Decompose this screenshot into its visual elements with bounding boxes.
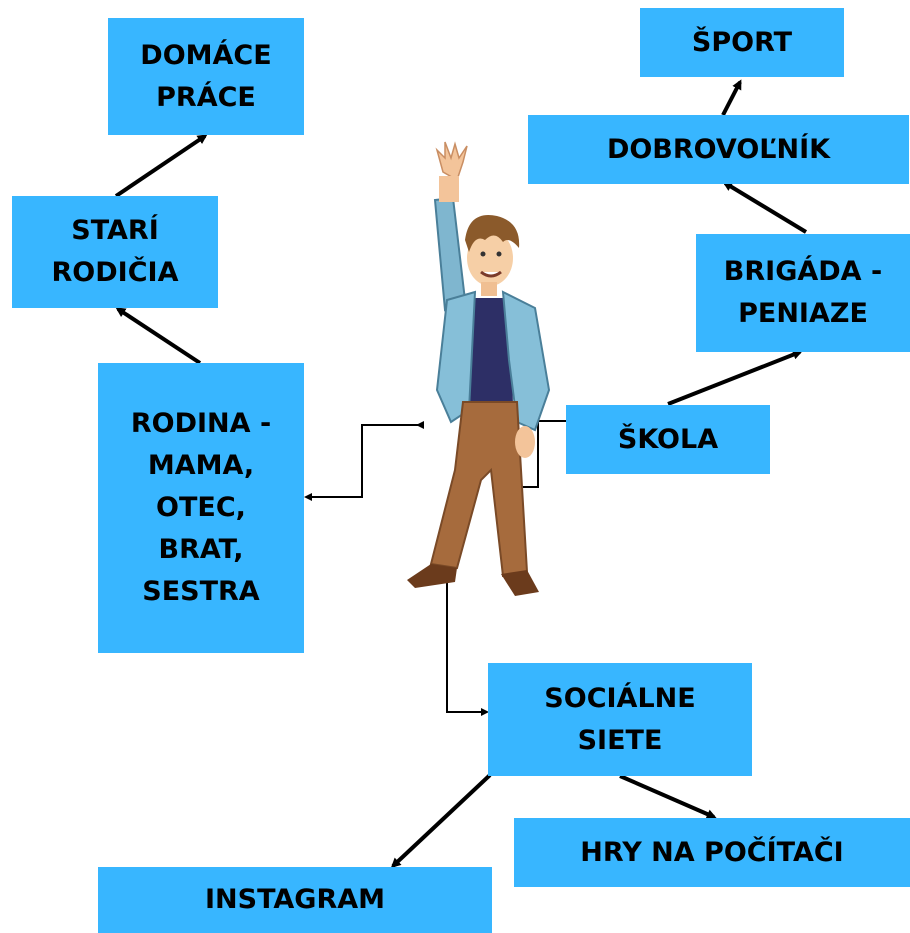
arrow-skola-to-brigada (667, 349, 803, 406)
node-rodina: RODINA - MAMA, OTEC, BRAT, SESTRA (98, 363, 304, 653)
arrow-stari-to-domace (114, 134, 208, 198)
node-skola: ŠKOLA (566, 405, 770, 474)
arrow-socialne-to-hry (619, 774, 717, 819)
arrow-brigada-to-dobrovolnik (722, 181, 808, 234)
arrow-skola-to-person (508, 420, 566, 491)
node-domace-prace: DOMÁCE PRÁCE (108, 18, 304, 135)
node-dobrovolnik: DOBROVOĽNÍK (528, 115, 909, 184)
arrow-rodina-to-stari (115, 307, 202, 365)
arrow-person-to-rodina (304, 421, 424, 501)
node-brigada: BRIGÁDA - PENIAZE (696, 234, 910, 352)
arrow-dobrovolnik-to-sport (721, 79, 742, 116)
arrow-socialne-to-instagram (390, 773, 492, 869)
node-hry-na-pocitaci: HRY NA POČÍTAČI (514, 818, 910, 887)
node-socialne-siete: SOCIÁLNE SIETE (488, 663, 752, 776)
node-instagram: INSTAGRAM (98, 867, 492, 933)
waving-man-illustration (407, 141, 551, 596)
node-stari-rodicia: STARÍ RODIČIA (12, 196, 218, 308)
node-sport: ŠPORT (640, 8, 844, 77)
